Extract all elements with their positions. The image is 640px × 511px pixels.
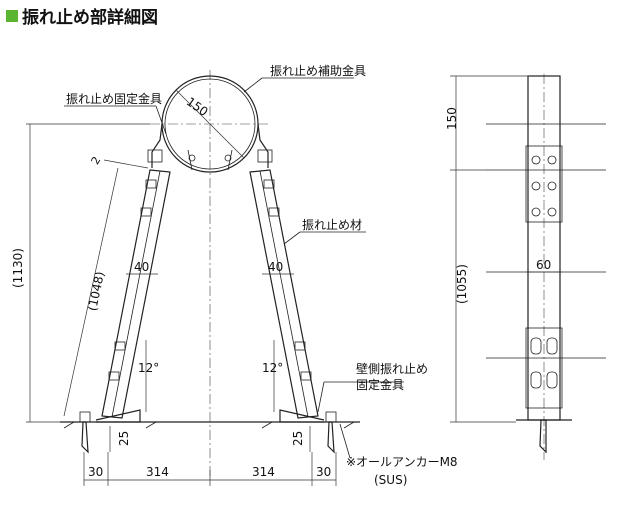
gap-label: 2 <box>89 154 104 167</box>
side-bolt-grid <box>530 155 558 389</box>
right-brace-member <box>249 169 319 419</box>
wall-bracket-label-1: 壁側振れ止め <box>356 361 428 376</box>
bottom-dim-1: 30 <box>88 465 103 479</box>
anchor-label-2: (SUS) <box>374 473 407 487</box>
anchor-label-1: ※オールアンカーM8 <box>346 455 458 469</box>
left-bolt-set <box>108 179 157 381</box>
left-angle-label: 12° <box>138 361 159 375</box>
bottom-dim-3: 314 <box>252 465 275 479</box>
side-dimensions <box>450 75 562 423</box>
right-base-label: 25 <box>291 431 305 446</box>
left-width-label: 40 <box>134 260 149 274</box>
overall-height-dimension <box>26 123 150 423</box>
bottom-dim-2: 314 <box>146 465 169 479</box>
band-ears <box>147 123 273 171</box>
left-brace-member <box>101 169 171 419</box>
brace-member-label: 振れ止め材 <box>302 218 362 232</box>
total-height-label: (1130) <box>11 248 25 288</box>
member-length-label: (1048) <box>85 270 107 312</box>
right-bolt-set <box>263 179 312 381</box>
label-leaders <box>64 77 404 459</box>
side-view <box>486 74 606 460</box>
side-width-label: 60 <box>536 258 551 272</box>
right-angle-label: 12° <box>262 361 283 375</box>
side-height-label: (1055) <box>455 264 469 304</box>
right-width-label: 40 <box>268 260 283 274</box>
fixing-bracket-label: 振れ止め固定金具 <box>66 91 162 106</box>
brace-band-label: 振れ止め補助金具 <box>270 63 366 78</box>
bottom-dim-4: 30 <box>316 465 331 479</box>
bottom-dimension-chain <box>83 452 337 486</box>
left-base-label: 25 <box>117 431 131 446</box>
page-title: 振れ止め部詳細図 <box>22 7 158 28</box>
title-marker <box>6 10 18 22</box>
wall-bracket-label-2: 固定金具 <box>356 377 404 392</box>
member-length-line <box>63 167 119 417</box>
anchor-bolts <box>79 411 337 454</box>
gap-leader <box>103 159 149 169</box>
side-top-label: 150 <box>445 107 459 130</box>
diameter-label: 150 <box>184 94 211 119</box>
wall-surface <box>60 421 360 429</box>
